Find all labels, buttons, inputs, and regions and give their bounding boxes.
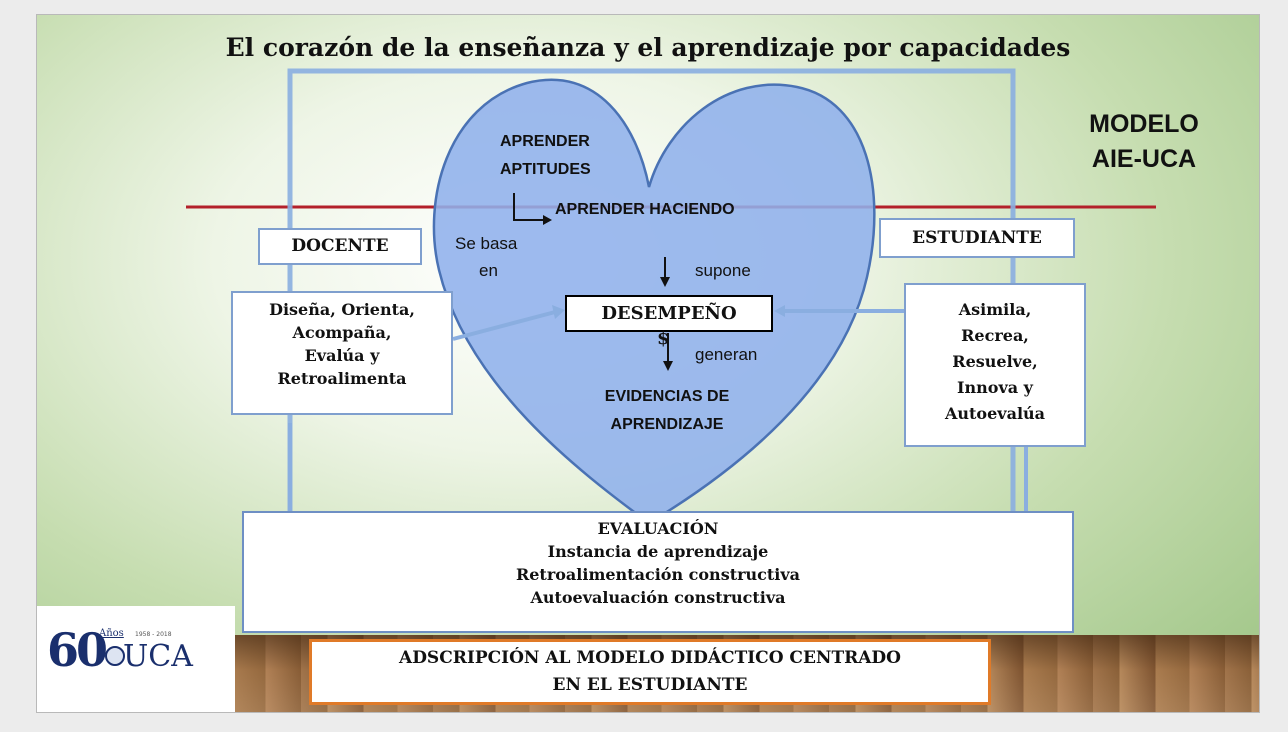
adscripcion-box: ADSCRIPCIÓN AL MODELO DIDÁCTICO CENTRADO… [309,639,991,705]
evaluacion-item: Retroalimentación constructiva [515,565,801,584]
heart-supone: supone [695,261,751,280]
logo-name: UCA [123,639,193,674]
bent-arrow [513,193,543,221]
evaluacion-heading: EVALUACIÓN [597,519,719,538]
estudiante-box: ESTUDIANTE [879,218,1075,258]
heart-dollar: $ [657,328,670,349]
docente-connector-head [552,305,565,319]
evidencias-line1: EVIDENCIAS DE [604,388,730,405]
heart-generan: generan [695,345,758,364]
evidencias-line2: APRENDIZAJE [610,416,724,433]
evaluacion-item: Instancia de aprendizaje [547,542,769,561]
estudiante-connector-head [774,305,785,317]
estudiante-action: Autoevalúa [944,404,1046,423]
slide: El corazón de la enseñanza y el aprendiz… [36,14,1260,713]
heart-aptitudes: APTITUDES [500,161,591,178]
supone-arrow-head [660,277,670,287]
estudiante-action: Resuelve, [952,352,1038,371]
model-label: MODELO AIE-UCA [1059,107,1229,177]
heart-aprender: APRENDER [500,133,590,150]
docente-action: Acompaña, [292,323,392,342]
adscripcion-line2: EN EL ESTUDIANTE [552,675,748,695]
docente-action: Retroalimenta [277,369,407,388]
evaluacion-box: EVALUACIÓN Instancia de aprendizaje Retr… [242,511,1074,633]
logo-years: 1958 - 2018 [135,631,172,638]
docente-action: Evalúa y [304,346,380,365]
estudiante-actions-box: Asimila, Recrea, Resuelve, Innova y Auto… [904,283,1086,447]
heart-se-basa: Se basa [455,234,518,253]
heart-aprender-haciendo: APRENDER HACIENDO [555,201,735,218]
evaluacion-item: Autoevaluación constructiva [530,588,786,607]
model-label-line1: MODELO [1089,110,1199,138]
docente-box: DOCENTE [258,228,422,265]
docente-actions-box: Diseña, Orienta, Acompaña, Evalúa y Retr… [231,291,453,415]
desempeno-box: DESEMPEÑO [565,295,773,332]
bent-arrow-head [543,215,552,225]
slide-title: El corazón de la enseñanza y el aprendiz… [225,33,1071,62]
docente-action: Diseña, Orienta, [269,300,415,319]
generan-arrow-head [663,361,673,371]
estudiante-action: Asimila, [958,300,1032,319]
seal-icon [105,646,125,666]
logo-anos: Años [99,628,124,639]
heart-evidencias: EVIDENCIAS DE APRENDIZAJE [577,383,757,439]
uca-60-years-logo: 60 Años 1958 - 2018 UCA [37,606,235,712]
heart-en: en [479,261,498,280]
adscripcion-line1: ADSCRIPCIÓN AL MODELO DIDÁCTICO CENTRADO [399,648,901,668]
estudiante-action: Recrea, [961,326,1029,345]
docente-connector [452,309,560,341]
logo-number: 60 [47,623,108,677]
estudiante-action: Innova y [957,378,1033,397]
model-label-line2: AIE-UCA [1091,145,1197,173]
